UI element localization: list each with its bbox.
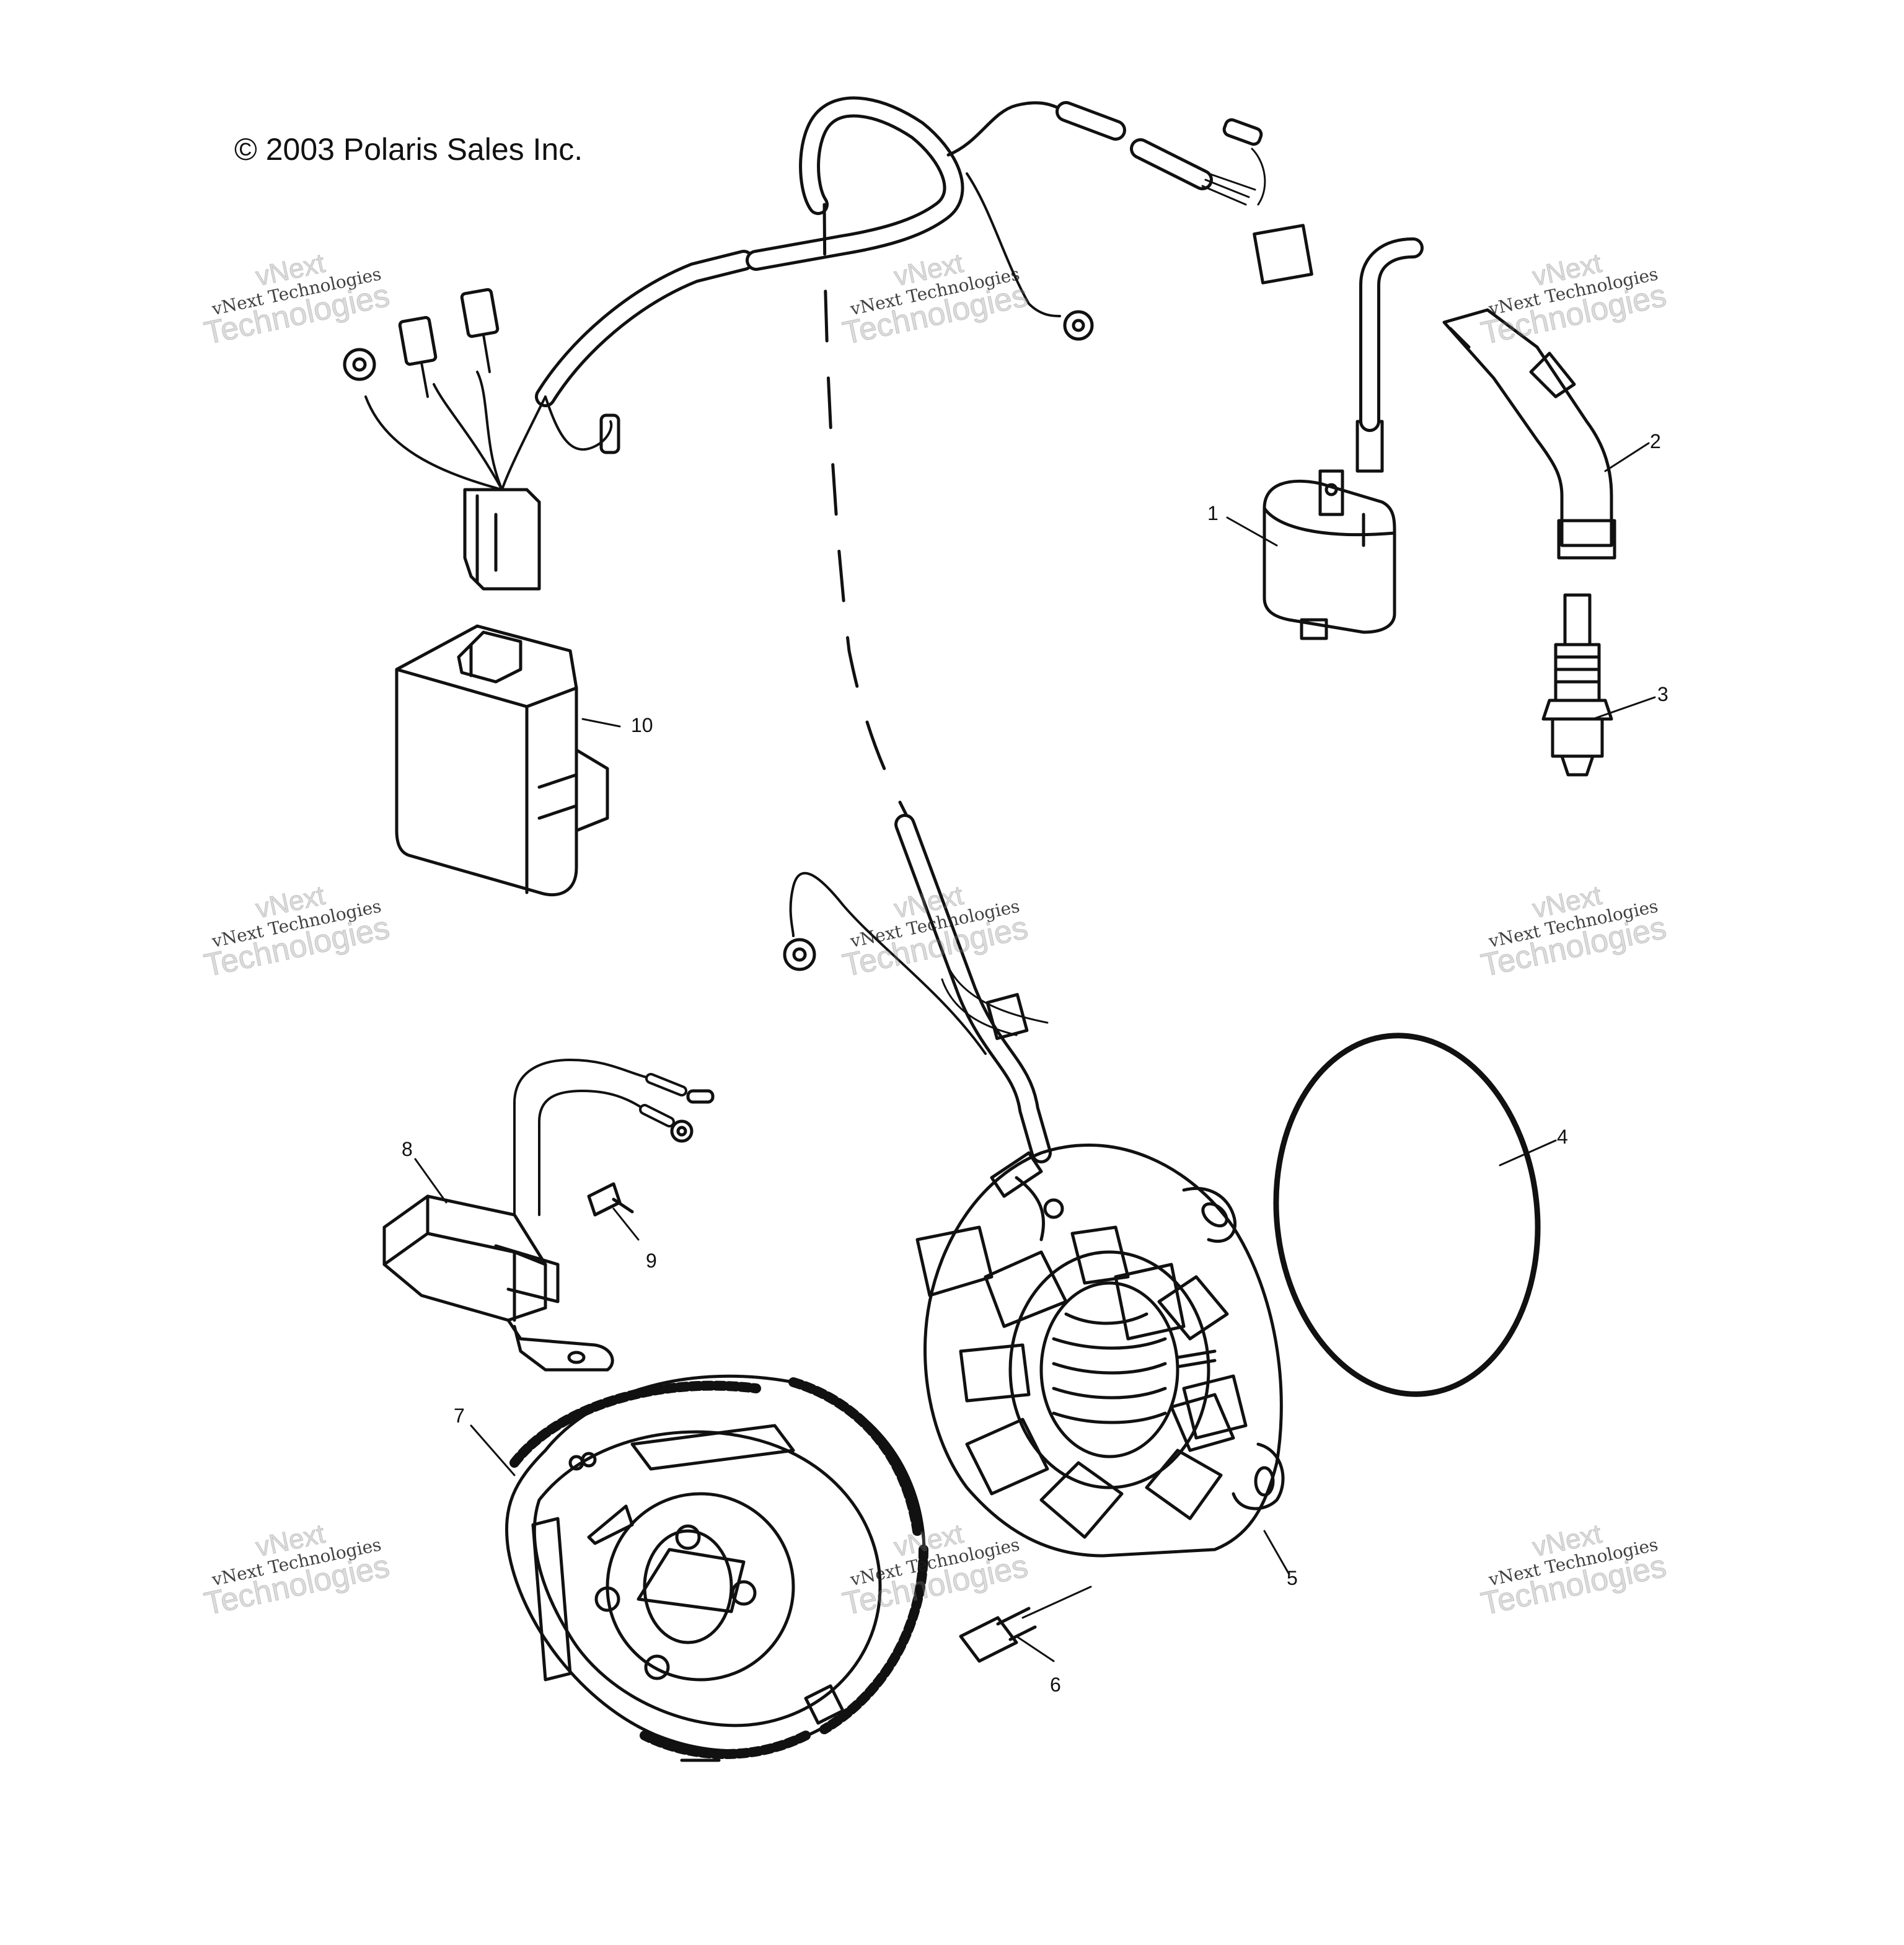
copyright-notice: © 2003 Polaris Sales Inc.: [234, 132, 583, 167]
callout-10: 10: [631, 714, 653, 736]
flywheel: [505, 1374, 928, 1762]
callout-1: 1: [1207, 502, 1219, 524]
leader-lines: [414, 442, 1656, 1662]
callout-5: 5: [1287, 1567, 1298, 1589]
mounting-screw: [587, 1182, 634, 1217]
cdi-box: [395, 624, 609, 897]
callout-6: 6: [1050, 1674, 1061, 1696]
callout-2: 2: [1650, 430, 1661, 452]
callout-9: 9: [646, 1250, 657, 1272]
spark-plug-cap: [1442, 308, 1616, 560]
o-ring: [1273, 1033, 1541, 1397]
stator: [783, 814, 1285, 1558]
stator-bolt: [959, 1607, 1037, 1663]
callout-8: 8: [402, 1138, 413, 1160]
wire-harness: [343, 96, 1313, 826]
ignition-coil: [1263, 237, 1424, 640]
pulser-coil: [382, 1059, 715, 1372]
callout-4: 4: [1557, 1126, 1568, 1148]
spark-plug: [1541, 593, 1613, 777]
callout-7: 7: [454, 1405, 465, 1427]
callout-3: 3: [1657, 683, 1668, 705]
